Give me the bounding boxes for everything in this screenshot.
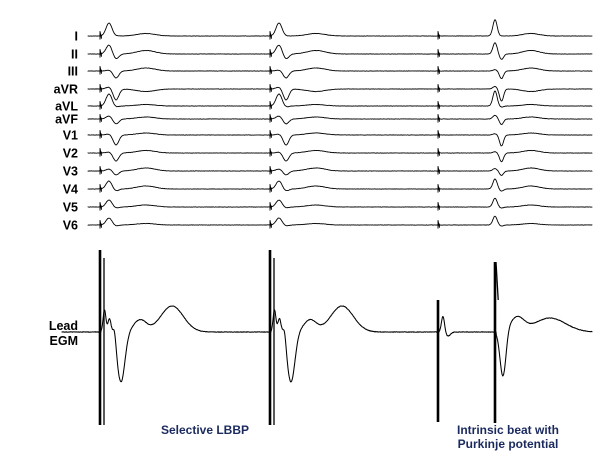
ecg-lead-row-iii: III bbox=[68, 65, 593, 80]
ecg-lead-label-i: I bbox=[75, 30, 78, 44]
ecg-trace-v4 bbox=[87, 178, 593, 192]
ecg-pacing-spike bbox=[437, 183, 440, 193]
ecg-lead-row-v6: V6 bbox=[63, 215, 593, 233]
ecg-pacing-spike bbox=[99, 113, 102, 123]
ecg-trace-avf bbox=[87, 114, 593, 125]
ecg-lead-label-ii: II bbox=[71, 48, 78, 62]
ecg-trace-i bbox=[87, 19, 593, 37]
ecg-pacing-spike bbox=[437, 129, 440, 139]
ecg-lead-row-v5: V5 bbox=[63, 197, 593, 215]
ecg-pacing-spike bbox=[269, 30, 272, 40]
egm-beat-intrinsic-3 bbox=[493, 261, 499, 423]
ecg-pacing-spike bbox=[437, 48, 440, 58]
ecg-trace-iii bbox=[87, 67, 593, 80]
ecg-pacing-spike bbox=[269, 201, 272, 211]
ecg-trace-v5 bbox=[87, 197, 593, 209]
ecg-pacing-spike bbox=[437, 219, 440, 229]
ecg-pacing-spike bbox=[99, 100, 102, 110]
ecg-pacing-spike bbox=[99, 183, 102, 193]
ecg-lead-row-v4: V4 bbox=[63, 178, 593, 197]
ecg-lead-row-v3: V3 bbox=[63, 165, 593, 179]
ecg-pacing-spike bbox=[99, 48, 102, 58]
ecg-pacing-spike bbox=[437, 201, 440, 211]
ecg-lead-label-v2: V2 bbox=[63, 147, 78, 161]
ecg-lead-label-v1: V1 bbox=[63, 129, 78, 143]
ecg-pacing-spike bbox=[437, 83, 440, 93]
egm-label-line2: EGM bbox=[50, 334, 78, 348]
ecg-pacing-spike bbox=[99, 129, 102, 139]
ecg-lead-label-v4: V4 bbox=[63, 183, 78, 197]
egm-label-line1: Lead bbox=[49, 319, 78, 333]
ecg-trace-avr bbox=[87, 85, 593, 102]
annotation-intrinsic-purkinje-line1: Intrinsic beat with bbox=[457, 423, 559, 437]
ecg-trace-v3 bbox=[87, 167, 593, 176]
ecg-pacing-spike bbox=[99, 165, 102, 175]
ecg-pacing-spike bbox=[269, 183, 272, 193]
ecg-lead-row-i: I bbox=[75, 19, 593, 44]
ecg-lead-label-avr: aVR bbox=[54, 83, 78, 97]
ecg-lead-label-iii: III bbox=[68, 65, 78, 79]
ecg-pacing-spike bbox=[269, 48, 272, 58]
ecg-lead-row-avf: aVF bbox=[55, 113, 593, 127]
ecg-pacing-spike bbox=[437, 147, 440, 157]
annotation-layer: Selective LBBP Intrinsic beat withPurkinj… bbox=[161, 423, 559, 451]
ecg-pacing-spike bbox=[269, 219, 272, 229]
ecg-pacing-spike bbox=[269, 65, 272, 75]
ecg-pacing-spike bbox=[437, 65, 440, 75]
ecg-pacing-spike bbox=[269, 113, 272, 123]
ecg-lead-row-ii: II bbox=[71, 42, 593, 62]
annotation-selective-lbbp-line1: Selective LBBP bbox=[161, 423, 249, 437]
ecg-lead-label-v5: V5 bbox=[63, 201, 78, 215]
ecg-pacing-spike bbox=[437, 165, 440, 175]
ecg-pacing-spike bbox=[269, 129, 272, 139]
ecg-lead-label-avf: aVF bbox=[55, 113, 78, 127]
ecg-pacing-spike bbox=[437, 100, 440, 110]
ecg-pacing-spike bbox=[269, 83, 272, 93]
annotation-intrinsic-purkinje-line2: Purkinje potential bbox=[458, 437, 559, 451]
ecg-pacing-spike bbox=[99, 201, 102, 211]
ecg-lead-label-avl: aVL bbox=[55, 100, 78, 114]
ecg-pacing-spike bbox=[99, 65, 102, 75]
ecg-pacing-spike bbox=[99, 147, 102, 157]
ecg-lead-label-v6: V6 bbox=[63, 219, 78, 233]
ecg-trace-v1 bbox=[87, 132, 593, 147]
ecg-lead-row-v2: V2 bbox=[63, 147, 593, 163]
ecg-pacing-spike bbox=[269, 147, 272, 157]
ecg-trace-avl bbox=[87, 90, 593, 108]
ecg-pacing-spike bbox=[437, 113, 440, 123]
egm-trace bbox=[61, 305, 593, 383]
ecg-pacing-spike bbox=[99, 30, 102, 40]
ecg-lead-row-v1: V1 bbox=[63, 129, 593, 147]
ecg-trace-ii bbox=[87, 42, 593, 60]
ecg-lead-row-avr: aVR bbox=[54, 83, 593, 102]
egm-beat-paced-1 bbox=[268, 250, 275, 425]
ecg-pacing-spike bbox=[269, 165, 272, 175]
ecg-pacing-spike bbox=[437, 30, 440, 40]
ecg-pacing-spike bbox=[99, 219, 102, 229]
ecg-trace-v2 bbox=[87, 149, 593, 163]
egm-beat-paced-0 bbox=[98, 250, 105, 425]
ecg-lead-row-avl: aVL bbox=[55, 90, 593, 114]
ecg-pacing-spike bbox=[269, 100, 272, 110]
ecg-trace-v6 bbox=[87, 215, 593, 227]
ecg-lead-label-v3: V3 bbox=[63, 165, 78, 179]
egm-purkinje-potential-taper bbox=[495, 261, 499, 301]
ecg-pacing-spike bbox=[99, 83, 102, 93]
